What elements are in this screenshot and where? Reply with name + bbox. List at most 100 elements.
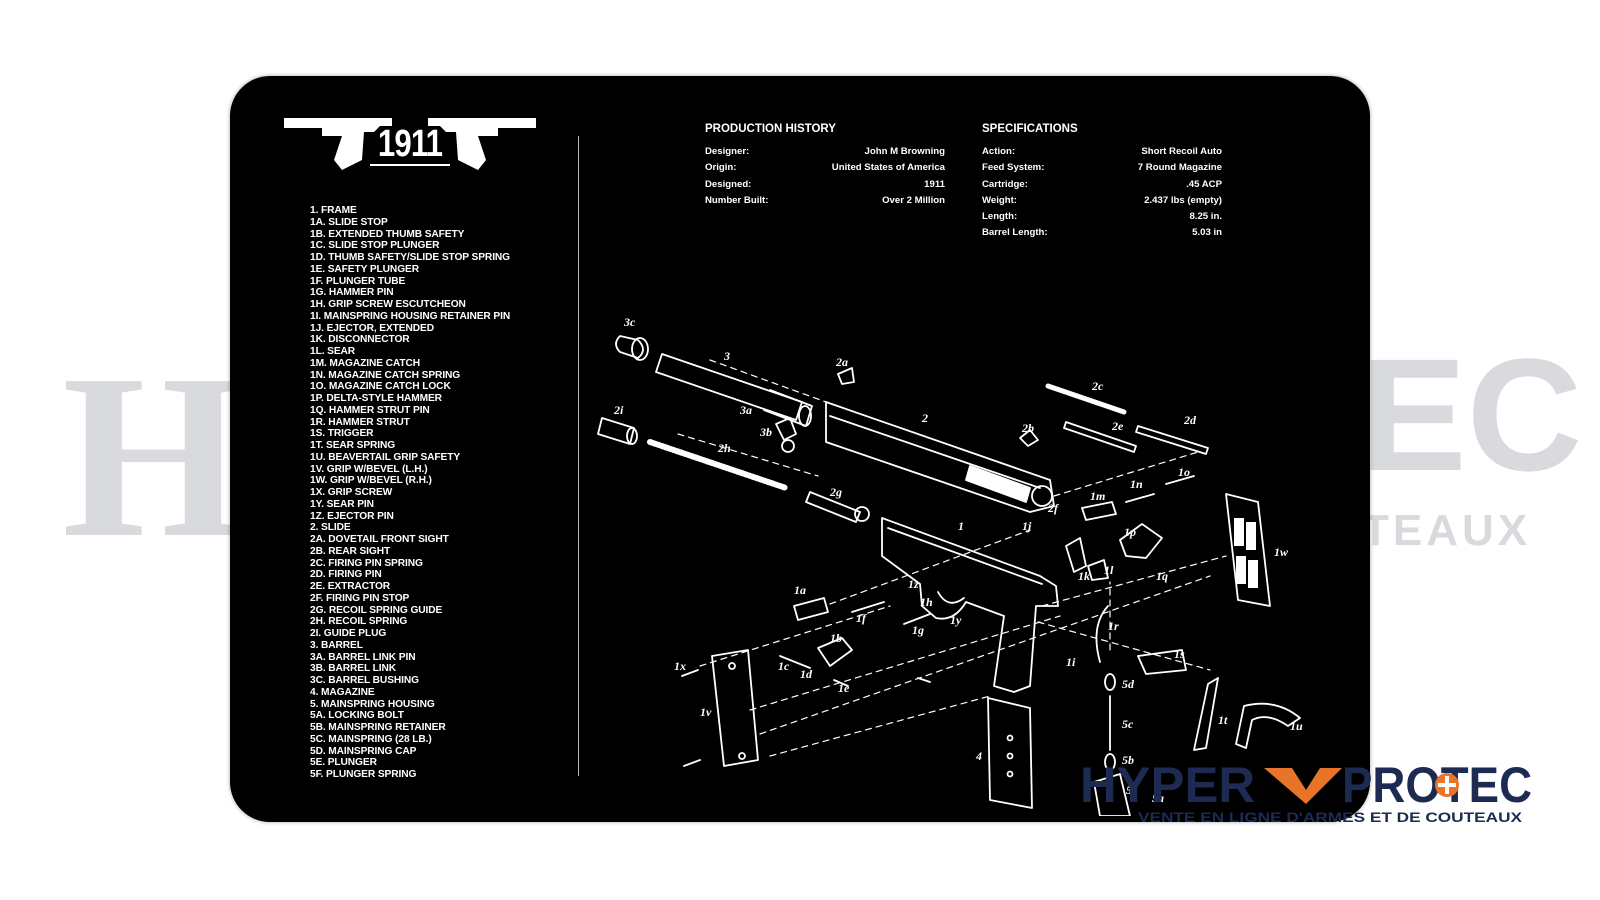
vertical-divider <box>578 136 579 776</box>
hammer-strut-part <box>1095 605 1109 663</box>
label-1c: 1c <box>778 659 790 673</box>
rear-sight-part <box>1019 429 1039 447</box>
label-5b: 5b <box>1122 753 1134 767</box>
watermark-right-subtext: TEAUX <box>1362 506 1531 555</box>
barrel-bushing-part <box>615 335 644 359</box>
label-1w: 1w <box>1274 545 1289 559</box>
part-list-item: 1T. SEAR SPRING <box>310 440 396 451</box>
part-list-item: 2H. RECOIL SPRING <box>310 616 408 628</box>
part-list-item: 1P. DELTA-STYLE HAMMER <box>310 393 442 404</box>
label-1x: 1x <box>674 659 686 673</box>
label-2f: 2f <box>1047 501 1059 515</box>
label-2a: 2a <box>835 355 848 369</box>
part-list-item: 1J. EJECTOR, EXTENDED <box>310 322 434 334</box>
part-list-item: 3B. BARREL LINK <box>310 663 397 675</box>
spec-value: 7 Round Magazine <box>1137 162 1222 174</box>
part-list-item: 1M. MAGAZINE CATCH <box>310 357 421 369</box>
left-grip-part <box>711 649 759 767</box>
label-1f: 1f <box>856 611 867 625</box>
label-5d: 5d <box>1122 677 1135 691</box>
part-list-item: 1F. PLUNGER TUBE <box>310 275 406 287</box>
part-list-item: 1E. SAFETY PLUNGER <box>310 263 419 275</box>
label-1l: 1l <box>1104 563 1114 577</box>
part-list-item: 2E. EXTRACTOR <box>310 581 391 592</box>
label-3c: 3c <box>623 315 636 329</box>
sear-spring-part <box>1193 677 1219 751</box>
spec-value: Over 2 Million <box>882 194 945 206</box>
part-list-item: 2F. FIRING PIN STOP <box>310 592 410 604</box>
barrel-link-part <box>775 417 797 441</box>
grip-screw-part <box>681 669 699 677</box>
recoil-spring-part <box>647 439 789 491</box>
label-1d: 1d <box>800 667 813 681</box>
spec-row: Barrel Length: 5.03 in <box>982 225 1222 241</box>
extractor-part <box>1063 421 1137 453</box>
thumb-safety-part <box>817 637 853 667</box>
barrel-part <box>655 353 803 421</box>
part-list-item: 1I. MAINSPRING HOUSING RETAINER PIN <box>310 310 511 322</box>
production-history: PRODUCTION HISTORY Designer:John M Brown… <box>705 122 945 209</box>
label-3b: 3b <box>759 425 772 439</box>
spec-key: Designed: <box>705 178 752 190</box>
part-list-item: 1A. SLIDE STOP <box>310 216 388 228</box>
trigger-part <box>1137 649 1187 675</box>
spec-row: Number Built: Over 2 Million <box>705 193 945 209</box>
label-1g: 1g <box>912 623 924 637</box>
label-1y: 1y <box>950 613 962 627</box>
part-list-item: 5B. MAINSPRING RETAINER <box>310 722 446 733</box>
part-list-item: 1C. SLIDE STOP PLUNGER <box>310 240 440 252</box>
part-list-item: 5E. PLUNGER <box>310 757 377 769</box>
part-list-item: 1D. THUMB SAFETY/SLIDE STOP SPRING <box>310 252 511 263</box>
spec-value: United States of America <box>831 162 945 174</box>
spec-key: Feed System: <box>982 162 1045 174</box>
spec-key: Length: <box>982 211 1018 223</box>
part-list-item: 5. MAINSPRING HOUSING <box>310 698 435 710</box>
specifications-heading: SPECIFICATIONS <box>982 123 1078 135</box>
spec-key: Number Built: <box>705 194 769 206</box>
label-1t: 1t <box>1218 713 1228 727</box>
spec-value: John M Browning <box>864 146 945 157</box>
part-list-item: 2D. FIRING PIN <box>310 569 382 581</box>
spec-value: 5.03 in <box>1192 227 1222 239</box>
part-list-item: 2I. GUIDE PLUG <box>310 628 387 639</box>
part-list-item: 1Z. EJECTOR PIN <box>310 510 394 522</box>
part-list-item: 5A. LOCKING BOLT <box>310 710 404 722</box>
part-list-item: 5C. MAINSPRING (28 LB.) <box>310 733 432 745</box>
front-sight-part <box>837 367 855 385</box>
spec-value: .45 ACP <box>1186 178 1222 190</box>
label-1p: 1p <box>1124 525 1136 539</box>
label-1m: 1m <box>1090 489 1105 503</box>
barrel-bushing-face <box>631 337 649 361</box>
label-5: 5 <box>1126 783 1132 797</box>
spec-value: 8.25 in. <box>1189 211 1222 223</box>
label-5a: 5a <box>1152 791 1164 805</box>
logo-chevron-icon <box>1264 768 1342 804</box>
label-1n: 1n <box>1130 477 1143 491</box>
part-list-item: 1B. EXTENDED THUMB SAFETY <box>310 228 465 240</box>
part-list-item: 4. MAGAZINE <box>310 686 375 698</box>
spec-key: Designer: <box>705 146 750 157</box>
part-list-item: 1X. GRIP SCREW <box>310 487 393 498</box>
spec-row: Feed System: 7 Round Magazine <box>982 160 1222 176</box>
spec-value: 1911 <box>924 178 945 190</box>
label-2e: 2e <box>1111 419 1124 433</box>
firing-pin-part <box>1135 425 1209 455</box>
label-1u: 1u <box>1290 719 1303 733</box>
part-list-item: 5F. PLUNGER SPRING <box>310 769 417 780</box>
mat-title: 1911 <box>377 123 443 165</box>
pistol-emblem-icon <box>284 118 536 170</box>
recoil-spring-guide-part <box>805 491 861 523</box>
diagram-labels: 3c 3 2i 2h 3a 3b 2a 2 2g 2c 2e 2d 2b 1m … <box>613 315 1303 805</box>
label-2h: 2h <box>717 441 731 455</box>
beavertail-part <box>1235 702 1301 749</box>
label-2d: 2d <box>1183 413 1197 427</box>
grip-safety-part <box>1225 493 1271 607</box>
part-list-item: 2. SLIDE <box>310 522 351 534</box>
spec-row: Origin:United States of America <box>705 160 945 176</box>
spec-key: Barrel Length: <box>982 227 1048 239</box>
